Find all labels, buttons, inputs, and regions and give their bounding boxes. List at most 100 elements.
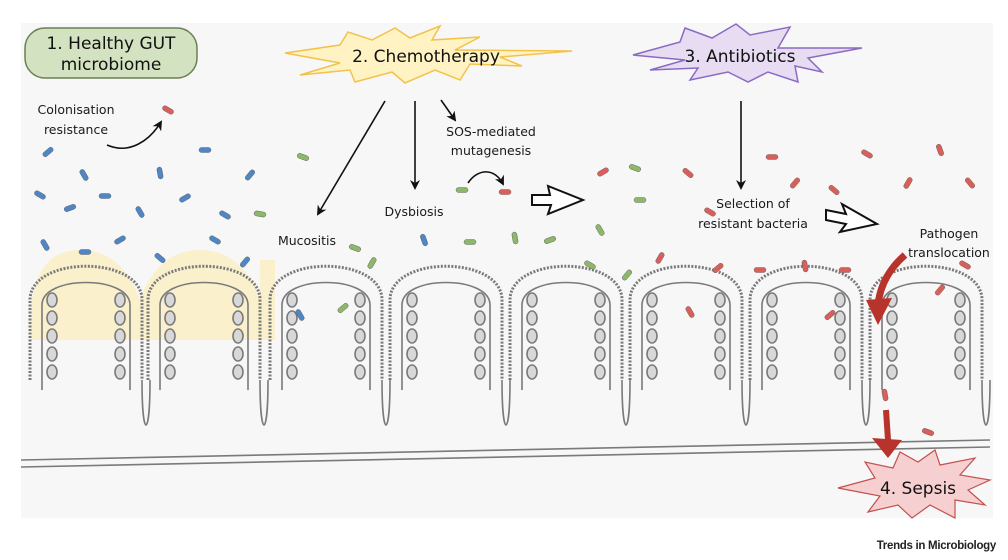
cell-nucleus (474, 292, 486, 308)
mucositis-arrow (316, 100, 386, 216)
cell-nucleus (954, 292, 966, 308)
villus-brush-border (146, 264, 262, 380)
cell-nucleus (954, 328, 966, 344)
cell-nucleus (474, 328, 486, 344)
cell-nucleus (474, 364, 486, 380)
villus-brush-border (268, 264, 384, 380)
sos-arrow (440, 99, 457, 122)
commensal-bacterium (219, 210, 231, 220)
translocation-arrow-2 (883, 409, 891, 441)
selection-line2: resistant bacteria (698, 216, 808, 231)
cell-nucleus (406, 292, 418, 308)
villus-brush-border (28, 264, 144, 380)
commensal-bacterium (135, 206, 145, 218)
sepsis-label: 4. Sepsis (880, 479, 956, 499)
resistant-bacterium (838, 267, 852, 273)
crypt (741, 379, 751, 426)
cell-nucleus (46, 310, 58, 326)
cell-nucleus (354, 346, 366, 362)
cell-nucleus (46, 292, 58, 308)
dysbiotic-bacterium (337, 303, 349, 313)
cell-nucleus (164, 364, 176, 380)
cell-nucleus (114, 310, 126, 326)
pathogen-line2: translocation (908, 245, 990, 260)
cell-nucleus (834, 346, 846, 362)
cell-nucleus (594, 292, 606, 308)
crypt (981, 379, 991, 426)
dysbiotic-bacterium (511, 231, 519, 245)
resistant-bacterium (685, 306, 695, 318)
cell-nucleus (114, 346, 126, 362)
stage-antibiotics: 3. Antibiotics (632, 23, 863, 84)
cell-nucleus (164, 310, 176, 326)
resistant-bacterium (935, 284, 945, 296)
villus-brush-border (868, 264, 984, 380)
cell-nucleus (594, 310, 606, 326)
villus-epithelium (281, 281, 371, 390)
dysbiotic-bacterium (455, 187, 469, 193)
cell-nucleus (714, 364, 726, 380)
chemotherapy-label: 2. Chemotherapy (352, 47, 500, 67)
cell-nucleus (526, 292, 538, 308)
crypt (861, 379, 871, 426)
villus-epithelium (159, 281, 249, 390)
selection-line1: Selection of (716, 196, 790, 211)
cell-nucleus (286, 328, 298, 344)
cell-nucleus (954, 310, 966, 326)
crypt (141, 379, 151, 426)
commensal-bacterium (64, 204, 76, 212)
commensal-bacterium (198, 147, 212, 153)
cell-nucleus (286, 364, 298, 380)
antibiotics-starburst (632, 23, 863, 84)
resistant-bacterium (162, 105, 174, 115)
cell-nucleus (646, 328, 658, 344)
translocation-arrowhead-1 (866, 298, 892, 325)
mutation-arrow (467, 171, 504, 186)
cell-nucleus (766, 346, 778, 362)
cell-nucleus (526, 346, 538, 362)
cell-nucleus (232, 346, 244, 362)
cell-nucleus (406, 364, 418, 380)
stage-healthy-line2: microbiome (61, 55, 162, 75)
cell-nucleus (886, 364, 898, 380)
cell-nucleus (954, 346, 966, 362)
cell-nucleus (834, 292, 846, 308)
mucositis-label: Mucositis (278, 233, 336, 248)
pathogen-line1: Pathogen (920, 226, 979, 241)
commensal-bacterium (79, 169, 89, 181)
resistant-bacterium (655, 252, 665, 264)
cell-nucleus (714, 346, 726, 362)
cell-nucleus (232, 292, 244, 308)
cell-nucleus (834, 310, 846, 326)
commensal-bacterium (179, 193, 191, 203)
mucus-layer (30, 250, 275, 340)
villus-brush-border (628, 264, 744, 380)
cell-nucleus (286, 310, 298, 326)
cell-nucleus (594, 328, 606, 344)
commensal-bacterium (40, 239, 50, 251)
cell-nucleus (646, 346, 658, 362)
cell-nucleus (354, 328, 366, 344)
cell-nucleus (354, 292, 366, 308)
cell-nucleus (46, 364, 58, 380)
dysbiotic-bacterium (622, 269, 632, 281)
cell-nucleus (406, 328, 418, 344)
resistant-bacterium (704, 207, 716, 217)
journal-credit: Trends in Microbiology (876, 540, 997, 552)
cell-nucleus (46, 328, 58, 344)
resistant-bacterium (597, 167, 609, 177)
commensal-bacterium (209, 235, 221, 245)
resistant-bacterium (861, 149, 873, 159)
cell-nucleus (164, 292, 176, 308)
resistant-bacterium (824, 310, 836, 320)
resistant-bacterium (828, 185, 840, 195)
sos-line1: SOS-mediated (446, 124, 536, 139)
dysbiotic-bacterium (584, 260, 596, 270)
cell-nucleus (526, 328, 538, 344)
dysbiotic-bacterium (297, 153, 309, 161)
cell-nucleus (766, 310, 778, 326)
cell-nucleus (164, 346, 176, 362)
resistant-bacterium (881, 388, 889, 402)
resistant-bacterium (936, 144, 944, 156)
